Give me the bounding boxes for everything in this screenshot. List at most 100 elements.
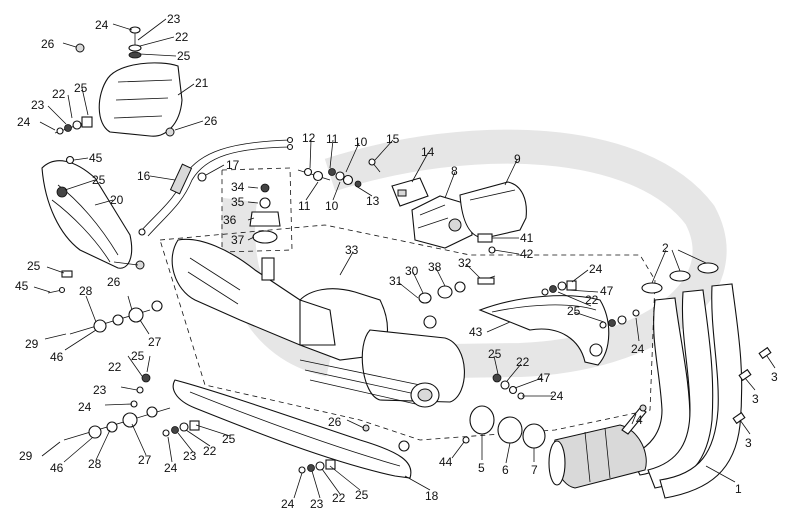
callout-44: 44 [439,455,453,469]
silencer-part-33 [171,238,465,408]
callout-25: 25 [92,173,106,187]
callout-24: 24 [281,497,295,511]
callout-4: 4 [636,413,643,427]
callout-22: 22 [108,360,122,374]
callout-24: 24 [78,400,92,414]
bolt-stack-left [54,116,93,135]
callout-26: 26 [41,37,55,51]
callout-33: 33 [345,243,359,257]
bolt-part-41-42 [477,233,496,254]
studs-part-3 [732,346,772,425]
callout-25: 25 [567,304,581,318]
plug-part-26a [75,43,85,53]
callout-5: 5 [478,461,485,475]
callout-34: 34 [231,180,245,194]
callout-35: 35 [231,195,245,209]
callout-45: 45 [15,279,29,293]
plug-part-26d [362,424,370,432]
callout-24: 24 [95,18,109,32]
callout-46: 46 [50,350,64,364]
callout-25: 25 [355,488,369,502]
callout-11: 11 [298,199,311,213]
callout-41: 41 [520,231,534,245]
callout-3: 3 [752,392,759,406]
clip-part-17 [197,172,207,182]
callout-26: 26 [328,415,342,429]
callout-12: 12 [302,131,316,145]
callout-28: 28 [79,284,93,298]
callout-24: 24 [631,342,645,356]
callout-8: 8 [451,164,458,178]
callout-24: 24 [164,461,178,475]
callout-23: 23 [93,383,107,397]
callout-29: 29 [19,449,33,463]
gaskets-part-2 [641,262,719,294]
callout-10: 10 [354,135,368,149]
callout-25: 25 [27,259,41,273]
bolt-stack-bottom [298,459,336,474]
callout-7: 7 [531,463,538,477]
callout-22: 22 [175,30,189,44]
sensor-part-4 [621,404,647,435]
callout-18: 18 [425,489,439,503]
callout-23: 23 [310,497,324,511]
servo-cover-part-9 [459,181,527,239]
callout-3: 3 [771,370,778,384]
callout-25: 25 [131,349,145,363]
callout-21: 21 [195,76,209,90]
callout-15: 15 [386,132,400,146]
heat-shield-part-20 [41,160,133,269]
bracket-part-14 [391,177,429,207]
callout-10: 10 [325,199,339,213]
callout-22: 22 [332,491,346,505]
callout-25: 25 [177,49,191,63]
callout-20: 20 [110,193,124,207]
callout-24: 24 [589,262,603,276]
fastener-part-25-45 [47,270,73,294]
screw-part-45a [65,155,75,165]
callout-43: 43 [469,325,483,339]
callout-26: 26 [107,275,121,289]
bolt-stack-top [128,26,142,59]
cover-part-21 [98,62,183,137]
bolt-stack-right-top [541,280,640,329]
callout-36: 36 [223,213,237,227]
callout-37: 37 [231,233,245,247]
callout-13: 13 [366,194,380,208]
callout-31: 31 [389,274,403,288]
callout-42: 42 [520,247,534,261]
callout-30: 30 [405,264,419,278]
callout-27: 27 [138,453,152,467]
callout-26: 26 [204,114,218,128]
callout-38: 38 [428,260,442,274]
callout-32: 32 [458,256,472,270]
callout-22: 22 [516,355,530,369]
callout-25: 25 [74,81,88,95]
washer-set-30-38 [418,275,496,304]
callout-24: 24 [550,389,564,403]
callout-2: 2 [662,241,669,255]
callout-24: 24 [17,115,31,129]
mount-stack-lower [63,406,171,441]
callout-11: 11 [326,132,339,146]
callout-16: 16 [137,169,151,183]
callout-23: 23 [31,98,45,112]
callout-45: 45 [89,151,103,165]
leader-lines [33,18,776,499]
callout-27: 27 [148,335,162,349]
clamps-5-7 [462,405,546,449]
callout-47: 47 [537,371,551,385]
mount-stack-upper [69,300,163,335]
callout-22: 22 [203,444,217,458]
callout-25: 25 [222,432,236,446]
pulley-group-34-37 [249,183,281,244]
callout-6: 6 [502,463,509,477]
callout-14: 14 [421,145,435,159]
callout-23: 23 [183,449,197,463]
callout-3: 3 [745,436,752,450]
bolt-stack-mid-right [492,373,525,400]
callout-25: 25 [488,347,502,361]
servo-motor-part-8 [411,195,473,249]
callout-47: 47 [600,284,614,298]
